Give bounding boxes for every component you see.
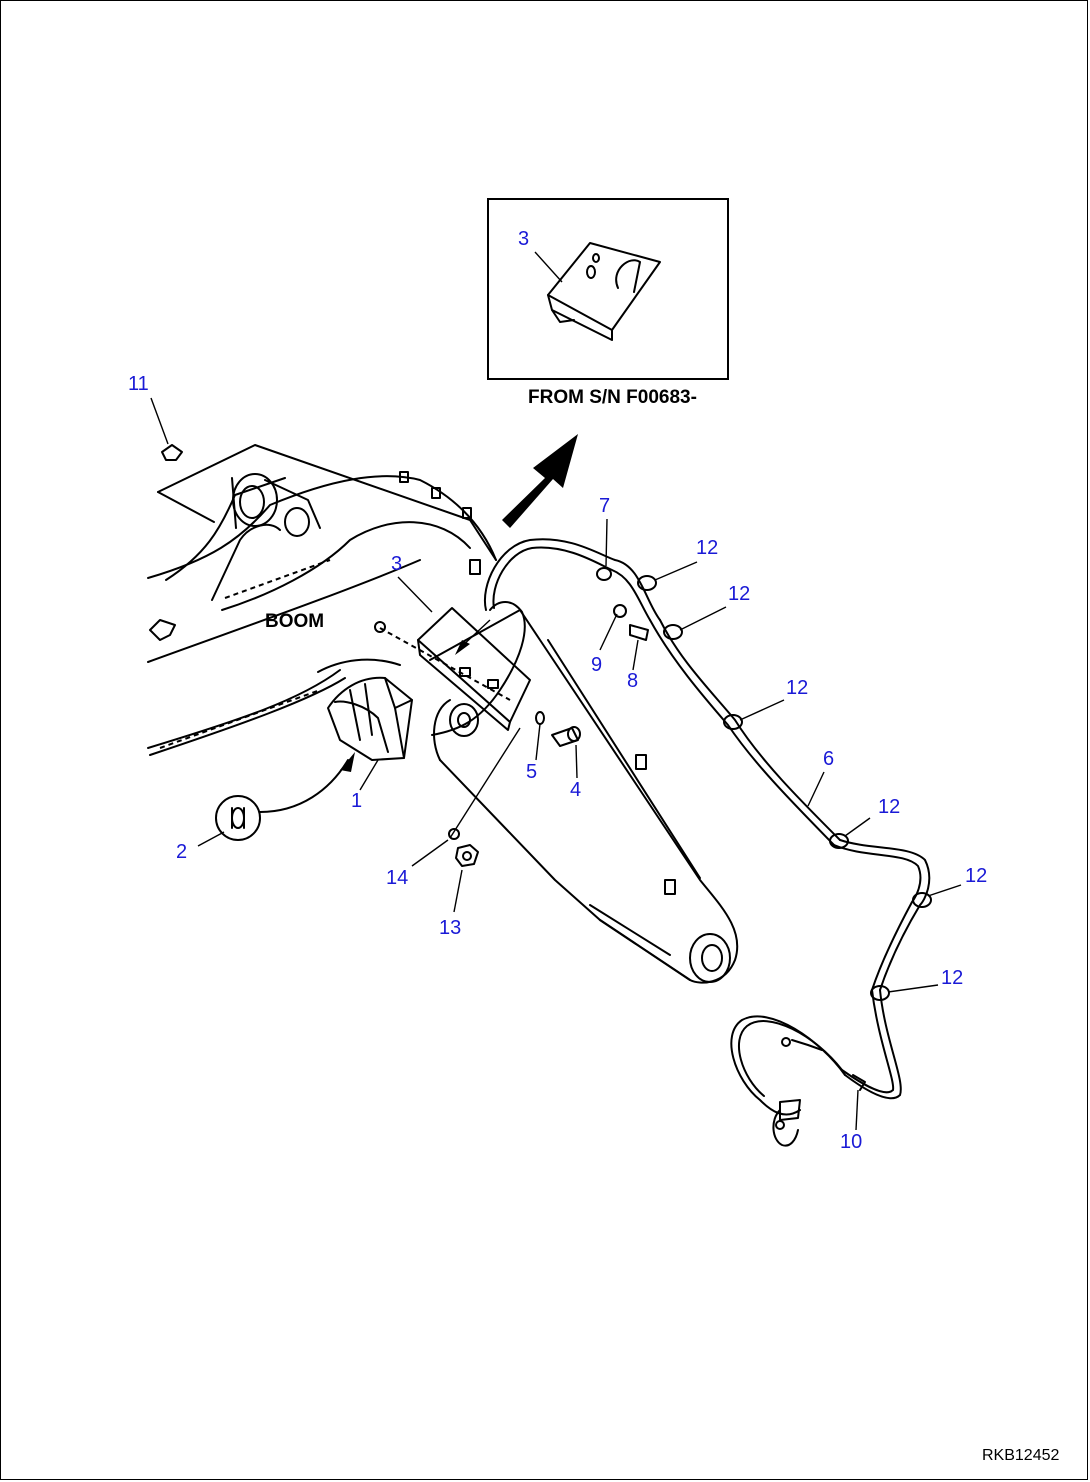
inset-box bbox=[487, 198, 729, 380]
work-lamp bbox=[327, 676, 413, 761]
nut-washer bbox=[448, 828, 479, 867]
inset-bracket bbox=[547, 242, 661, 341]
callout-1: 1 bbox=[351, 790, 363, 812]
bolt-washer bbox=[535, 711, 581, 747]
callout-7: 7 bbox=[599, 495, 611, 517]
callout-12-c: 12 bbox=[786, 677, 809, 699]
boom-body bbox=[147, 444, 497, 663]
callout-14: 14 bbox=[386, 867, 409, 889]
drawing-id: RKB12452 bbox=[982, 1447, 1060, 1464]
inset-caption: FROM S/N F00683- bbox=[528, 387, 697, 408]
callout-5: 5 bbox=[526, 761, 538, 783]
callout-12-a: 12 bbox=[696, 537, 719, 559]
callout-3-main: 3 bbox=[391, 553, 403, 575]
callout-13: 13 bbox=[439, 917, 462, 939]
callout-3-inset: 3 bbox=[518, 228, 530, 250]
clips bbox=[596, 567, 932, 1091]
bracket-main bbox=[417, 607, 531, 737]
leader-lines bbox=[150, 397, 962, 1131]
callout-4: 4 bbox=[570, 779, 582, 801]
callout-12-d: 12 bbox=[878, 796, 901, 818]
wiring-harness bbox=[431, 538, 931, 1147]
callout-12-b: 12 bbox=[728, 583, 751, 605]
bulb-detail bbox=[215, 795, 261, 841]
callout-10: 10 bbox=[840, 1131, 863, 1153]
callout-2: 2 bbox=[176, 841, 188, 863]
arm bbox=[429, 559, 739, 984]
callout-12-f: 12 bbox=[941, 967, 964, 989]
callout-12-e: 12 bbox=[965, 865, 988, 887]
callout-9: 9 bbox=[591, 654, 603, 676]
callout-11: 11 bbox=[128, 373, 149, 395]
boom-label: BOOM bbox=[265, 611, 325, 632]
callout-6: 6 bbox=[823, 748, 835, 770]
direction-arrow bbox=[502, 434, 578, 528]
callout-8: 8 bbox=[627, 670, 639, 692]
